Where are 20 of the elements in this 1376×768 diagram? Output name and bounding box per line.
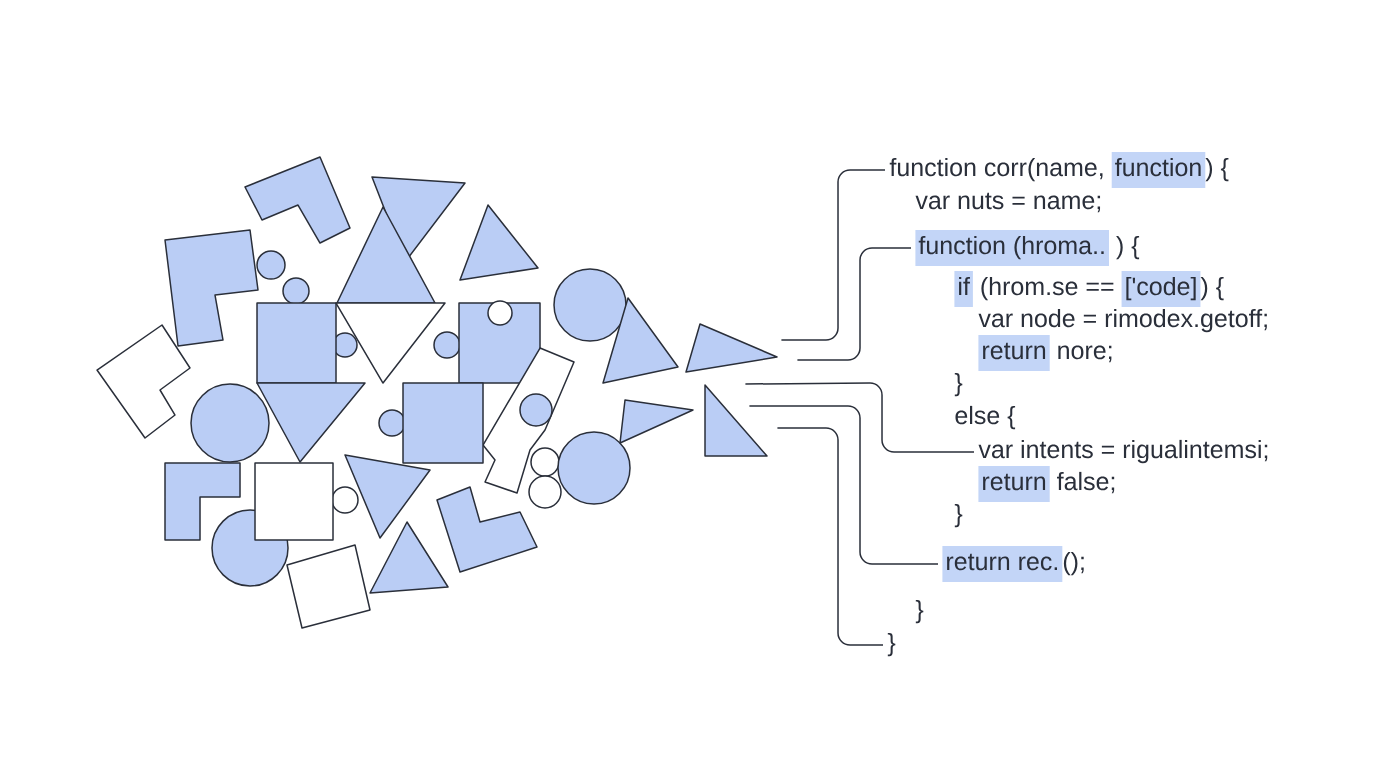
code-line: var node = rimodex.getoff; <box>978 308 1267 333</box>
connector-line <box>796 247 912 361</box>
connector-line <box>780 169 886 341</box>
code-line: var intents = rigualintemsi; <box>978 439 1268 464</box>
code-line: var nuts = name; <box>915 192 1101 213</box>
code-line: else { <box>955 405 1016 430</box>
shapes-drawing <box>96 156 778 629</box>
code-line: return false; <box>978 466 1115 502</box>
connector-line <box>744 382 975 453</box>
code-line: } <box>954 372 963 397</box>
code-line: } <box>954 503 963 528</box>
code-line: return rec. (); <box>942 546 1084 582</box>
code-line: function (hroma.. ) { <box>915 230 1140 266</box>
connector-line <box>748 405 939 565</box>
code-line: } <box>887 632 896 657</box>
connector-line <box>776 427 884 646</box>
code-line: } <box>915 599 924 624</box>
code-line: return nore; <box>978 335 1112 371</box>
code-line: if (hrom.se == ['code] ) { <box>954 271 1224 307</box>
code-line: function corr(name, function ) { <box>889 152 1229 188</box>
